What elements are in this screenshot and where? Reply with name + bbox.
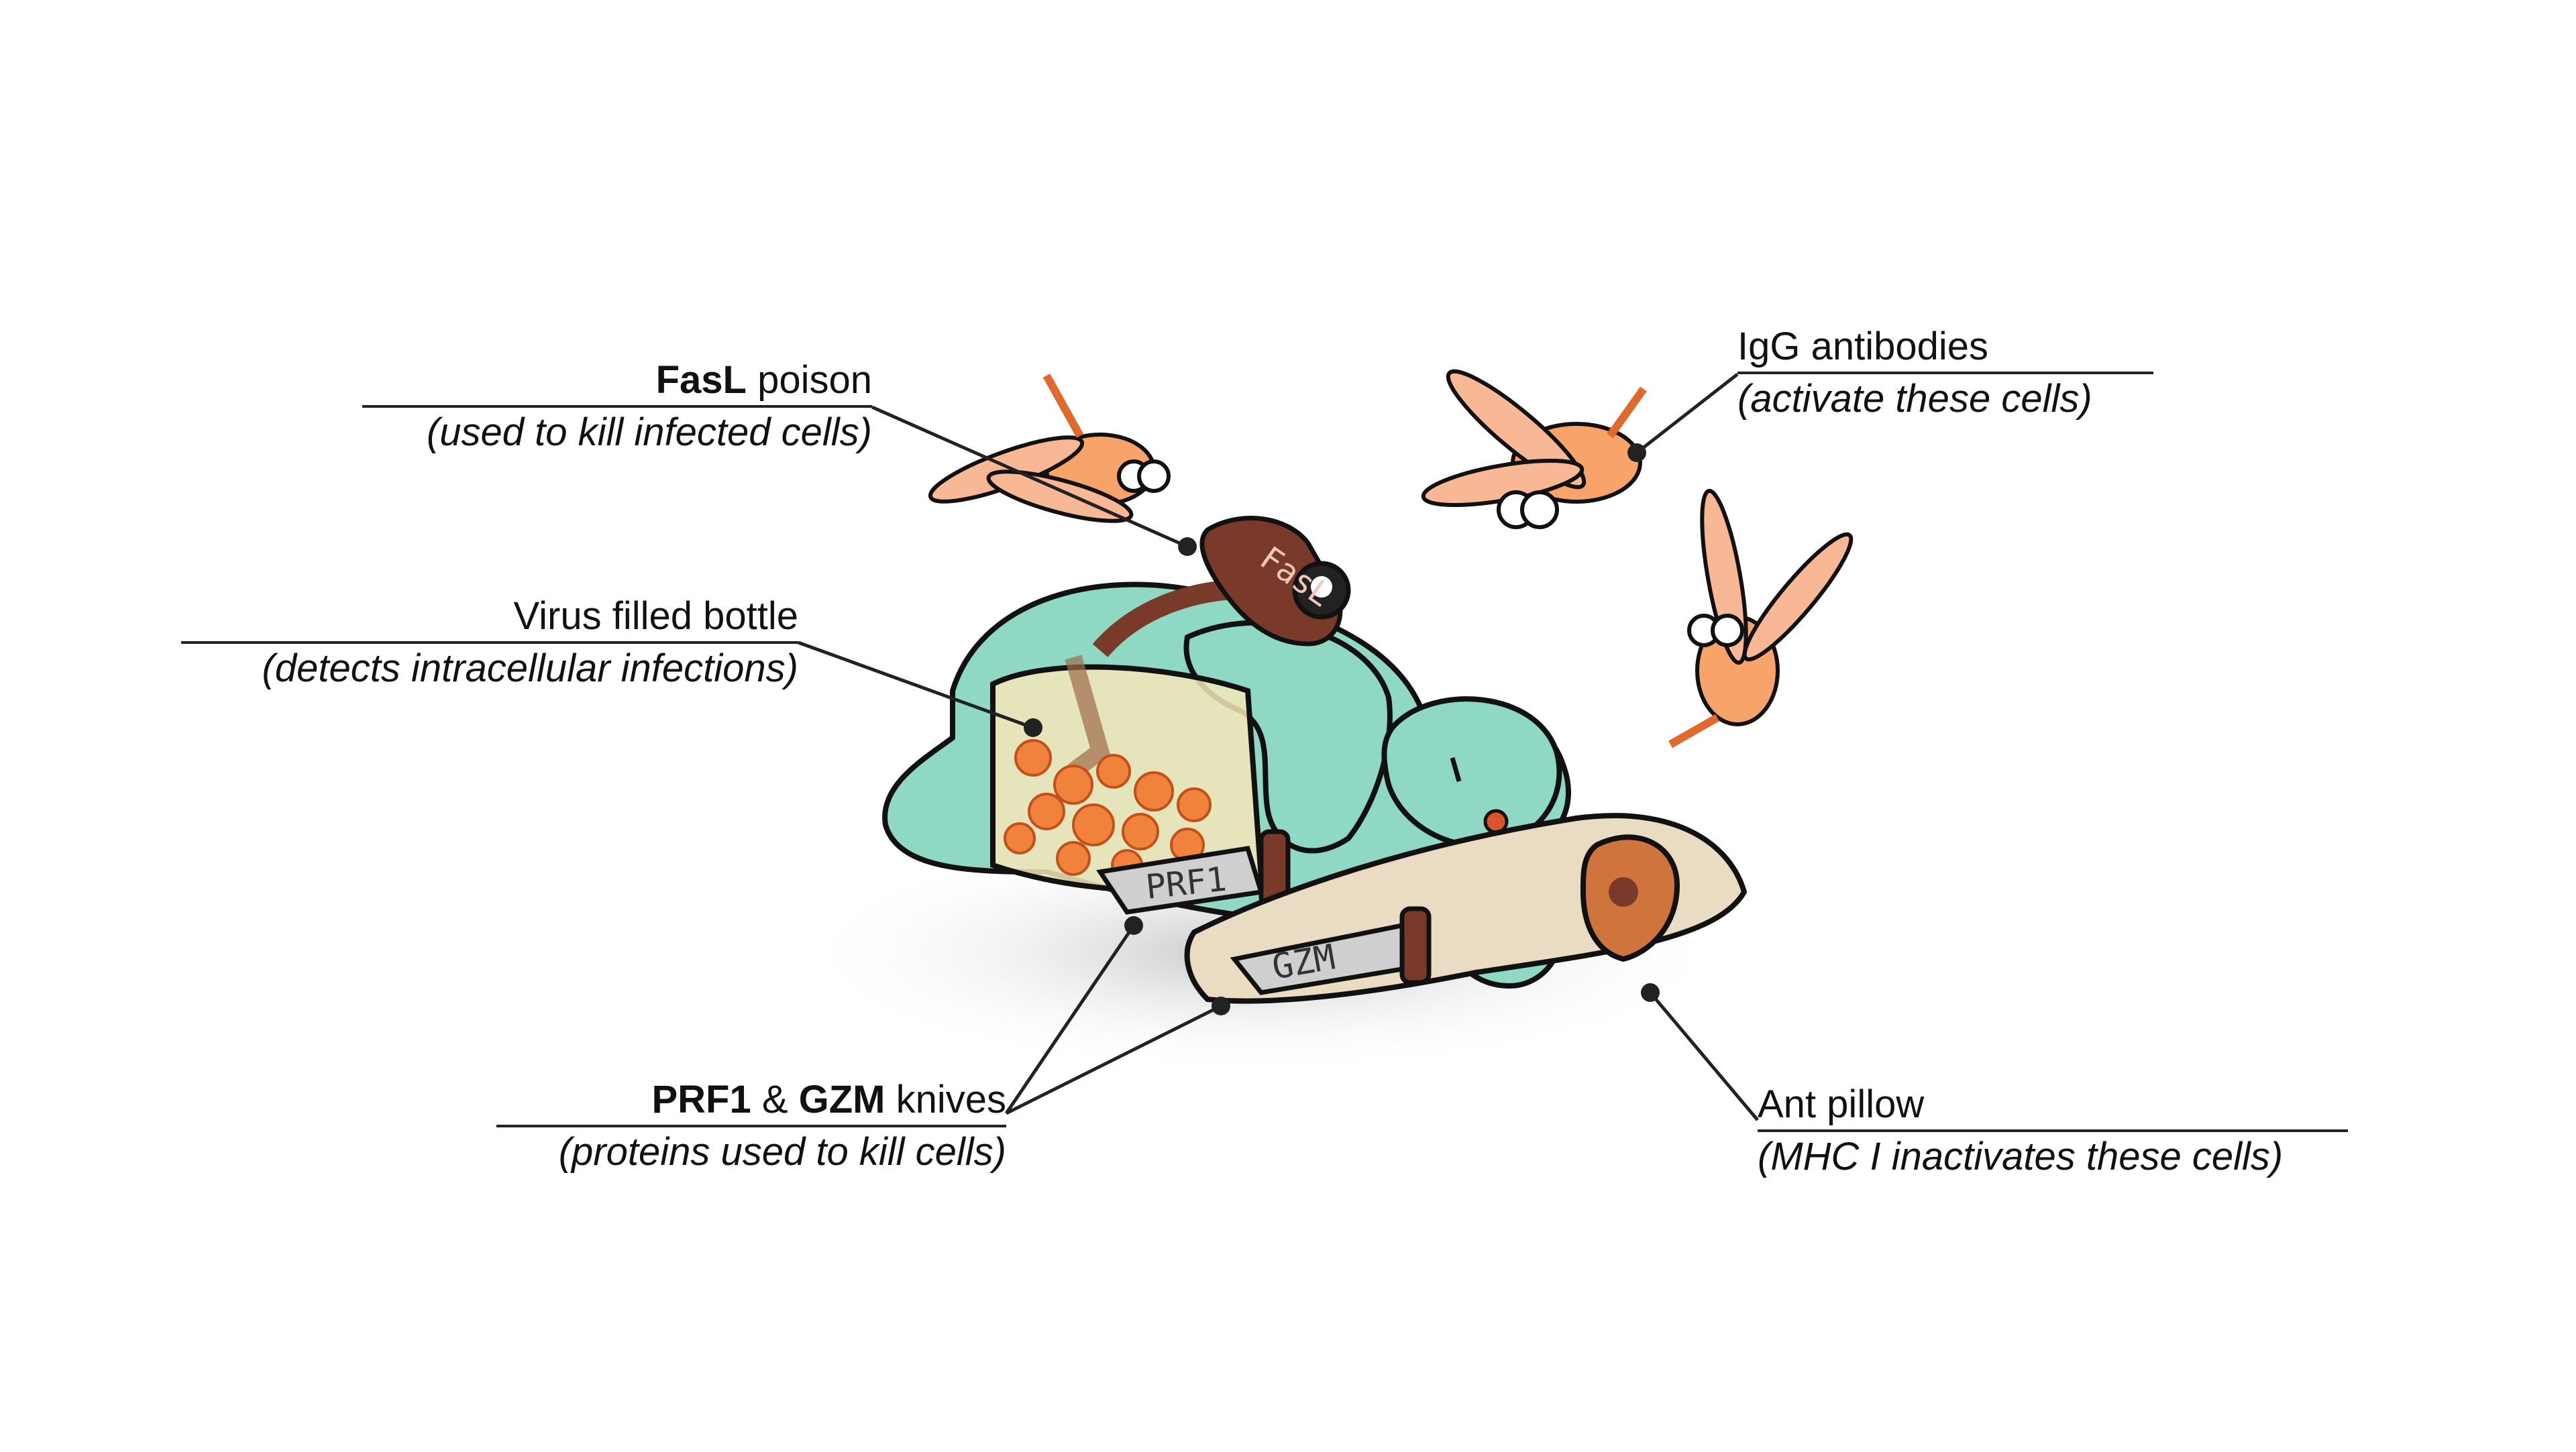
leader-igg — [1635, 373, 1739, 454]
label-fasl-title: FasL poison — [362, 355, 872, 405]
label-knives-sub: (proteins used to kill cells) — [558, 1130, 1006, 1174]
label-bottle-title: Virus filled bottle — [513, 594, 799, 638]
knives-rest: knives — [885, 1078, 1006, 1121]
knives-mid: & — [751, 1078, 799, 1121]
label-igg-sub: (activate these cells) — [1737, 377, 2092, 421]
gzm-bold: GZM — [798, 1078, 885, 1121]
leader-pillow — [1649, 991, 1759, 1121]
antibody-2 — [1421, 369, 1647, 529]
closed-eye — [1450, 757, 1462, 782]
fasl-bold: FasL — [655, 358, 747, 402]
label-knives-title: PRF1 & GZM knives — [496, 1075, 1006, 1125]
label-fasl-sub: (used to kill infected cells) — [426, 410, 872, 454]
underline — [362, 405, 872, 408]
label-pillow-title: Ant pillow — [1758, 1082, 1925, 1126]
label-igg: IgG antibodies (activate these cells) — [1737, 322, 2153, 424]
label-bottle: Virus filled bottle (detects intracellul… — [181, 592, 798, 693]
label-igg-title: IgG antibodies — [1737, 325, 1989, 368]
leader-dots — [1024, 443, 1660, 1015]
antibody-1 — [928, 374, 1171, 523]
prf1-knife — [1096, 829, 1291, 915]
underline — [181, 641, 798, 644]
leader-knives-1 — [1004, 924, 1136, 1115]
gzm-knife — [1230, 906, 1432, 995]
underline — [1737, 372, 2153, 374]
underline — [496, 1125, 1006, 1127]
leader-bottle — [798, 640, 1034, 730]
fasl-rest: poison — [746, 358, 872, 402]
label-bottle-sub: (detects intracellular infections) — [262, 647, 798, 690]
label-pillow: Ant pillow (MHC I inactivates these cell… — [1758, 1080, 2348, 1182]
knife1-label: PRF1 — [1144, 860, 1228, 907]
leader-knives-2 — [1005, 1004, 1222, 1115]
virus-cluster — [1004, 739, 1212, 881]
antibody-3 — [1668, 488, 1854, 748]
leader-fasl — [871, 405, 1189, 549]
leader-lines — [798, 373, 1759, 1121]
prf1-bold: PRF1 — [651, 1078, 751, 1121]
underline — [1758, 1129, 2348, 1132]
label-pillow-sub: (MHC I inactivates these cells) — [1758, 1135, 2284, 1178]
label-knives: PRF1 & GZM knives (proteins used to kill… — [496, 1075, 1006, 1177]
label-fasl: FasL poison (used to kill infected cells… — [362, 355, 872, 457]
fasl-flask — [1199, 516, 1351, 647]
